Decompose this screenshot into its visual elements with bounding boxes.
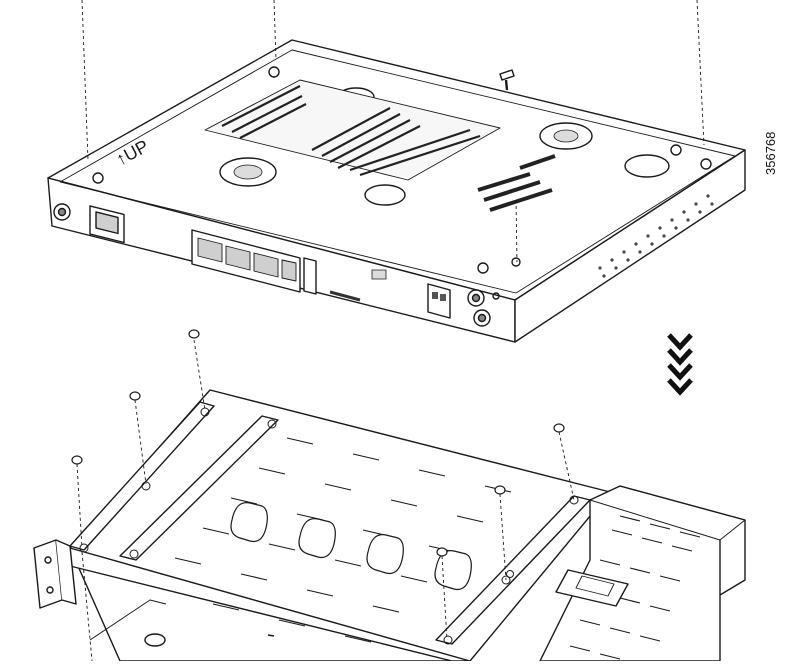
alignment-lines — [81, 0, 705, 263]
mounting-screws — [71, 329, 579, 662]
top-screw — [499, 69, 515, 91]
figure-number: 356768 — [763, 131, 778, 175]
mounting-bracket — [33, 389, 746, 662]
router-device: ↑UP — [47, 39, 746, 343]
direction-chevrons — [667, 333, 693, 396]
